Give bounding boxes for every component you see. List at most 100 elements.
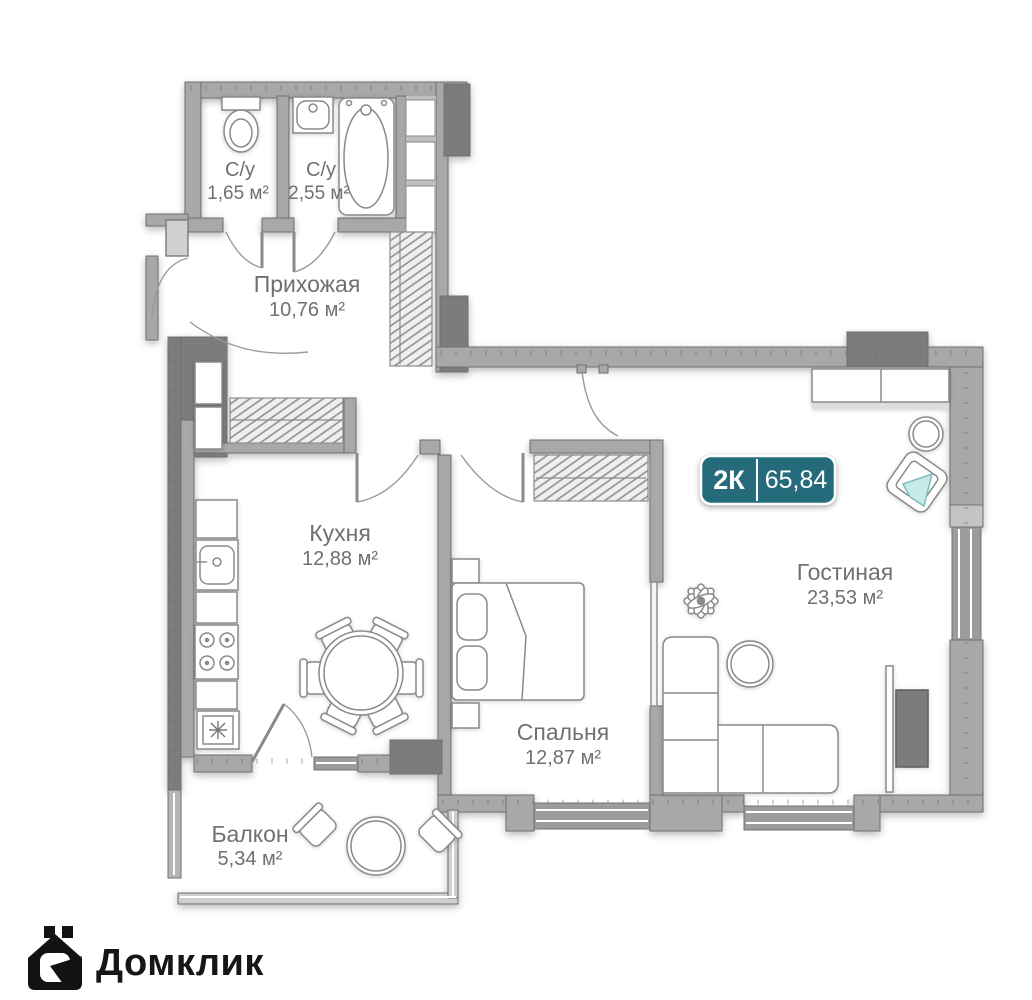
furniture-layer <box>194 96 950 876</box>
room-label-kitchen: Кухня 12,88 м² <box>302 520 378 570</box>
wall <box>435 346 984 368</box>
armchair-pillow <box>901 472 934 508</box>
bathtub <box>338 97 395 216</box>
wall <box>343 397 357 454</box>
wall <box>529 439 664 454</box>
wall <box>949 366 984 506</box>
balcony-glazing <box>177 892 459 905</box>
svg-text:Прихожая: Прихожая <box>254 271 361 297</box>
door-swing <box>460 454 524 503</box>
wall <box>649 705 664 796</box>
door-swing <box>151 257 189 319</box>
door-swing <box>225 231 263 269</box>
room-label-living: Гостиная 23,53 м² <box>797 559 894 609</box>
sideboard <box>811 368 950 409</box>
nightstand <box>451 702 480 729</box>
wall <box>949 639 984 796</box>
washing-machine <box>196 710 240 750</box>
hall-kitchen-wardrobe <box>229 397 344 444</box>
tv-console <box>885 665 929 793</box>
badge-background <box>699 454 837 506</box>
wall <box>276 95 290 233</box>
svg-text:2,55 м²: 2,55 м² <box>288 183 350 204</box>
kitchen-sink <box>195 539 239 591</box>
svg-text:С/у: С/у <box>225 159 255 181</box>
wall <box>193 754 253 773</box>
wall <box>419 439 441 455</box>
kitchen-counter <box>194 499 240 750</box>
domclick-house-icon <box>28 926 82 990</box>
svg-text:5,34 м²: 5,34 м² <box>218 848 283 870</box>
wall <box>167 336 182 791</box>
wall <box>184 217 224 233</box>
side-table <box>908 416 944 452</box>
shaft-boxes <box>405 96 436 233</box>
wall <box>261 217 295 233</box>
svg-text:23,53 м²: 23,53 м² <box>807 587 883 609</box>
apartment-type-badge: 2К 65,84 <box>699 454 837 506</box>
door-swing <box>356 454 419 503</box>
stove <box>194 624 239 680</box>
wall-pilaster <box>846 331 929 368</box>
doors-layer <box>151 219 658 763</box>
tv <box>895 689 929 768</box>
bedroom-wardrobe <box>533 454 649 502</box>
nightstand <box>451 558 480 584</box>
room-labels: С/у 1,65 м² С/у 2,55 м² Прихожая 10,76 м… <box>207 159 893 870</box>
svg-text:Гостиная: Гостиная <box>797 559 894 585</box>
window <box>167 789 182 879</box>
door-swing <box>293 231 336 273</box>
room-label-balcony: Балкон 5,34 м² <box>211 821 288 870</box>
wall <box>184 81 202 233</box>
corner-sofa <box>662 636 839 794</box>
svg-text:С/у: С/у <box>306 159 336 181</box>
balcony-table <box>346 816 406 876</box>
wall-column <box>389 739 443 775</box>
badge-room-count: 2К <box>713 465 745 495</box>
wall <box>721 794 745 813</box>
room-label-bedroom: Спальня 12,87 м² <box>517 719 609 769</box>
wall <box>180 419 195 758</box>
svg-text:Балкон: Балкон <box>211 821 288 847</box>
door-swing <box>581 370 619 437</box>
wall <box>879 794 984 813</box>
wall-column <box>443 83 471 157</box>
entrance-door-leaf <box>165 219 189 257</box>
domclick-logo: Домклик <box>28 926 264 990</box>
dining-table <box>299 615 424 737</box>
balcony-chair <box>291 801 342 852</box>
wall-pillar <box>505 794 535 832</box>
door-swing <box>283 703 313 758</box>
window <box>313 756 359 771</box>
svg-text:12,88 м²: 12,88 м² <box>302 548 378 570</box>
wall-pillar <box>853 794 881 832</box>
plant <box>683 583 719 619</box>
svg-text:Кухня: Кухня <box>309 520 371 546</box>
window <box>951 526 982 641</box>
door-swing <box>189 321 309 354</box>
svg-text:12,87 м²: 12,87 м² <box>525 747 601 769</box>
windows-layer <box>167 526 982 898</box>
bathroom-sink <box>292 96 334 134</box>
svg-text:10,76 м²: 10,76 м² <box>269 299 345 321</box>
wall-ticks <box>171 85 980 805</box>
pocket-door-leaf <box>650 581 658 707</box>
window <box>743 805 855 831</box>
hallway-wardrobe <box>389 231 433 367</box>
badge-area-value: 65,84 <box>765 466 828 494</box>
svg-text:1,65 м²: 1,65 м² <box>207 183 269 204</box>
wardrobes <box>229 231 649 502</box>
double-bed <box>451 582 585 701</box>
window <box>533 802 651 830</box>
wall <box>395 95 407 233</box>
svg-text:Спальня: Спальня <box>517 719 609 745</box>
wall <box>649 439 664 583</box>
toilet <box>221 96 261 153</box>
room-label-bath2: С/у 2,55 м² <box>288 159 350 204</box>
hall-cabinets <box>194 361 223 450</box>
wall <box>145 255 159 341</box>
room-label-hallway: Прихожая 10,76 м² <box>254 271 361 321</box>
room-label-bath1: С/у 1,65 м² <box>207 159 269 204</box>
